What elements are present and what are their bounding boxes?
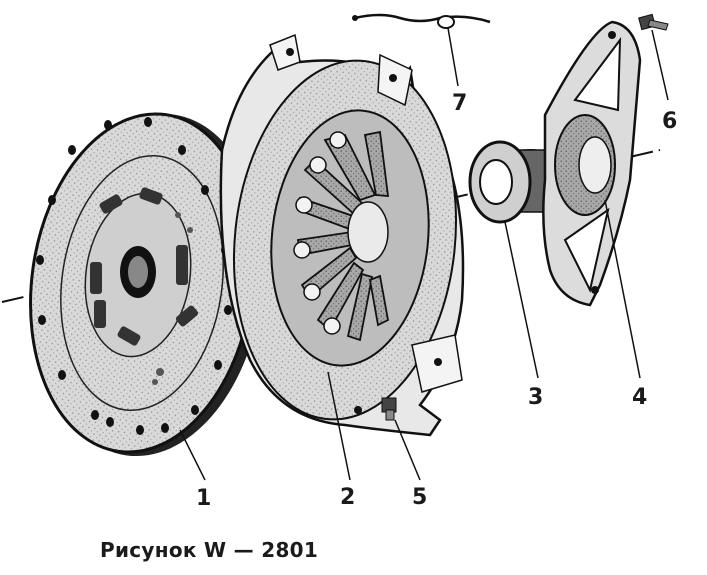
callout-1: 1 <box>196 486 211 511</box>
callout-4: 4 <box>632 385 647 410</box>
retaining-screw <box>638 13 669 31</box>
callout-3: 3 <box>528 385 543 410</box>
leader-lines <box>179 27 669 481</box>
callout-6: 6 <box>662 109 677 134</box>
mounting-bolt <box>381 397 397 421</box>
clutch-disc <box>29 112 264 457</box>
callout-7: 7 <box>452 91 467 116</box>
callout-2: 2 <box>340 485 355 510</box>
spring-clip <box>352 13 491 29</box>
pressure-plate <box>219 33 465 437</box>
figure-caption: Рисунок W — 2801 <box>100 538 319 562</box>
release-fork <box>542 20 642 307</box>
callout-5: 5 <box>412 485 427 510</box>
